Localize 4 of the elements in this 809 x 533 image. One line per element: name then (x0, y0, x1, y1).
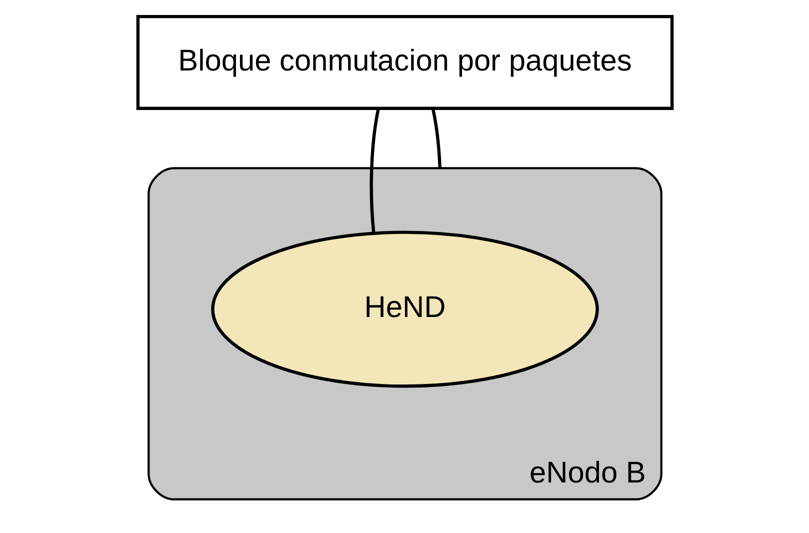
connector (369, 108, 380, 234)
node-box: Bloque conmutacion por paquetes (136, 14, 674, 110)
connector (430, 108, 442, 168)
node-ellipse: HeND (210, 230, 598, 388)
